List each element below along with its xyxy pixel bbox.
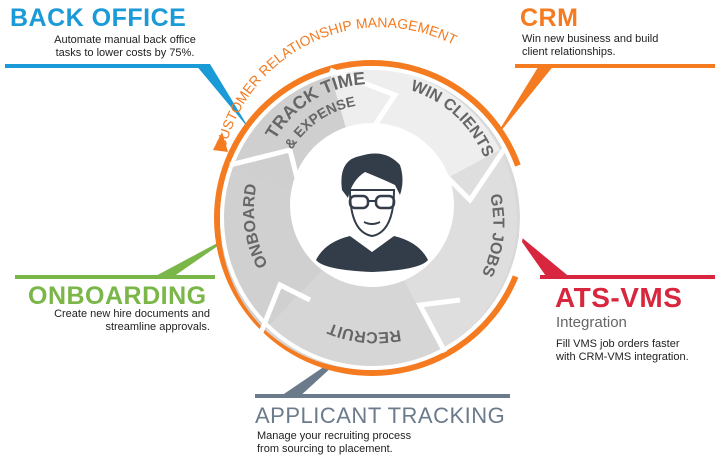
orange-ring xyxy=(214,60,530,376)
pointer-lines xyxy=(5,64,715,398)
segment-dividers xyxy=(229,67,508,354)
crm-pointer xyxy=(492,64,555,142)
onboarding-title: ONBOARDING xyxy=(28,282,207,310)
businessman-icon xyxy=(316,153,428,272)
ats-pointer xyxy=(515,232,572,279)
ats-subtitle: Integration xyxy=(556,314,627,331)
segment-recruit xyxy=(265,218,440,370)
ats-title: ATS-VMS xyxy=(555,282,683,313)
back-office-title: BACK OFFICE xyxy=(10,4,187,32)
crm-title: CRM xyxy=(520,4,579,32)
onboarding-pointer xyxy=(150,232,238,279)
back-office-pointer xyxy=(195,64,250,130)
ring-arrowhead xyxy=(213,132,228,152)
applicant-title: APPLICANT TRACKING xyxy=(255,403,506,428)
